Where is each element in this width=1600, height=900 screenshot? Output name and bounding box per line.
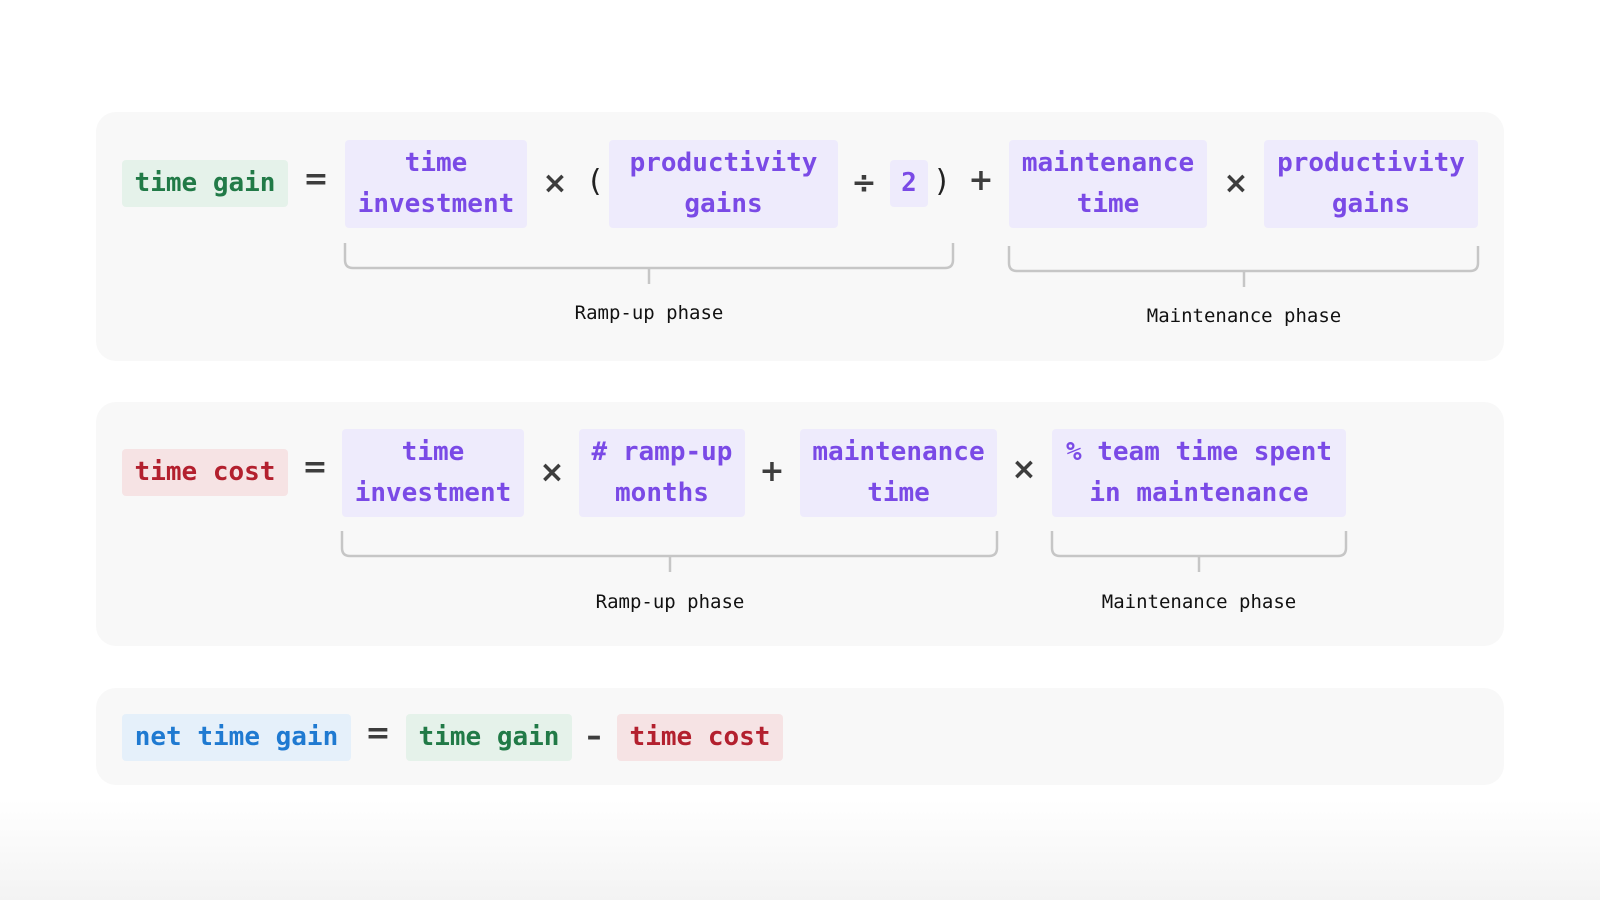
- maintenance-phase-label: Maintenance phase: [1146, 305, 1342, 327]
- maintenance-time-term: maintenance time: [1009, 140, 1207, 228]
- ramp-up-phase-label: Ramp-up phase: [574, 302, 724, 324]
- time-gain-term: time gain: [406, 714, 572, 761]
- multiply-sign: ×: [539, 455, 565, 490]
- time-investment-term: time investment: [342, 429, 524, 517]
- multiply-sign: ×: [542, 166, 568, 201]
- plus-sign: +: [968, 163, 994, 198]
- bottom-fade: [0, 800, 1600, 900]
- productivity-gains-term: productivity gains: [1264, 140, 1478, 228]
- ramp-up-months-term: # ramp-up months: [579, 429, 745, 517]
- ramp-up-phase-label: Ramp-up phase: [595, 591, 745, 613]
- time-investment-term: time investment: [345, 140, 527, 228]
- time-cost-term: time cost: [617, 714, 783, 761]
- net-time-gain-label: net time gain: [122, 714, 351, 761]
- maintenance-phase-label: Maintenance phase: [1101, 591, 1297, 613]
- time-gain-label: time gain: [122, 160, 288, 207]
- productivity-gains-term: productivity gains: [609, 140, 838, 228]
- divide-sign: ÷: [851, 166, 877, 201]
- equals-sign: =: [365, 716, 391, 751]
- maintenance-time-term: maintenance time: [800, 429, 997, 517]
- minus-sign: –: [586, 719, 602, 754]
- multiply-sign: ×: [1011, 452, 1037, 487]
- close-parenthesis: ): [932, 164, 952, 199]
- divisor-term: 2: [890, 160, 928, 207]
- team-time-in-maintenance-term: % team time spent in maintenance: [1052, 429, 1346, 517]
- time-cost-label: time cost: [122, 449, 288, 496]
- multiply-sign: ×: [1223, 166, 1249, 201]
- plus-sign: +: [759, 454, 785, 489]
- open-parenthesis: (: [585, 164, 605, 199]
- equals-sign: =: [303, 162, 329, 197]
- equals-sign: =: [302, 450, 328, 485]
